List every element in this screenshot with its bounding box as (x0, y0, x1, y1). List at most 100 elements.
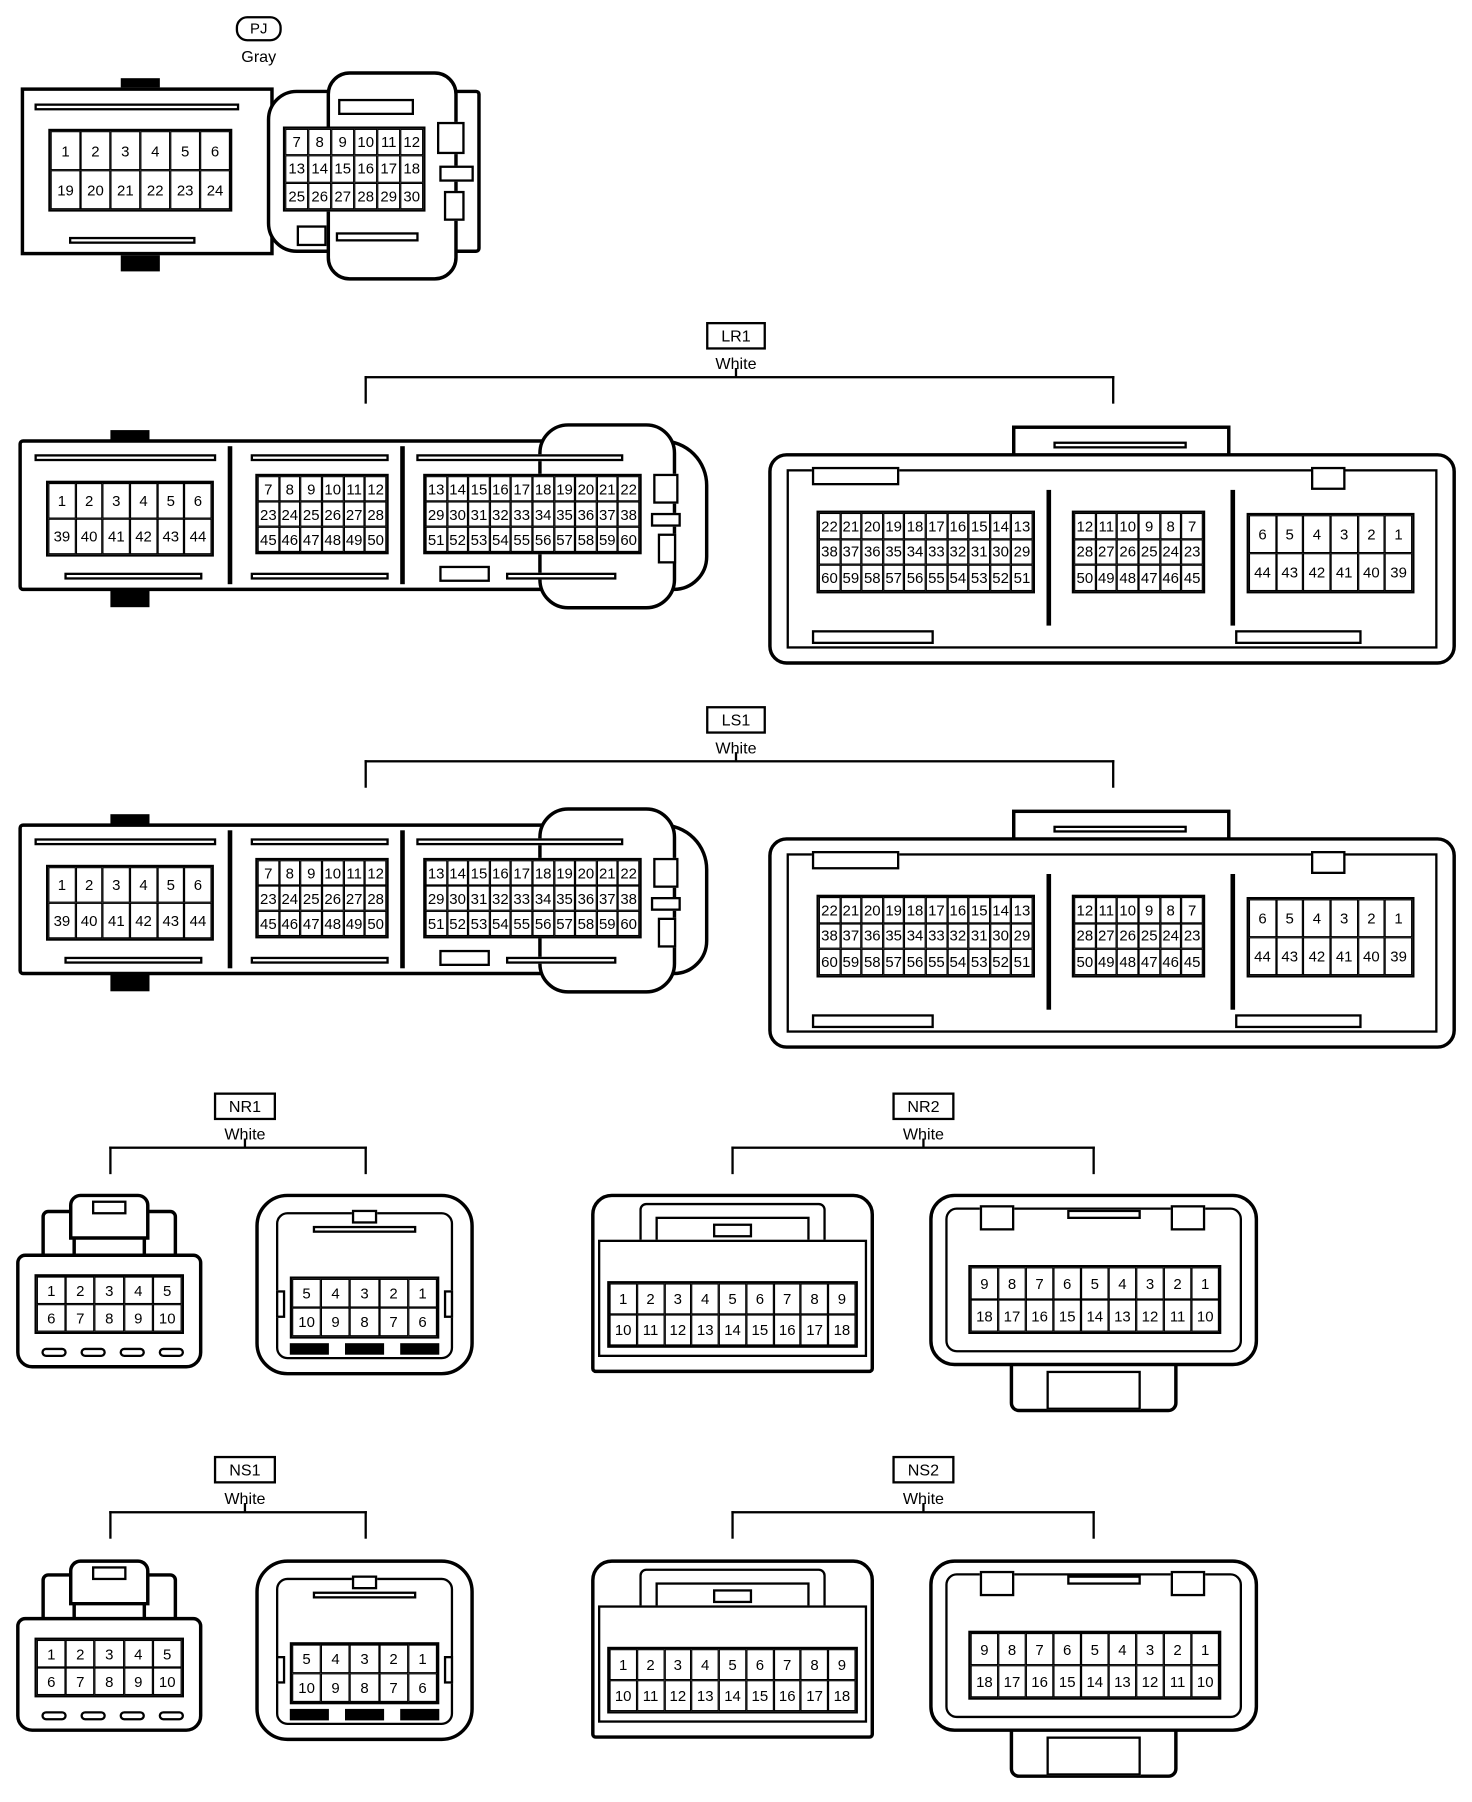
pj-slot-2 (437, 121, 465, 155)
pin-cell: 40 (1357, 937, 1385, 976)
pin-cell: 22 (140, 170, 171, 210)
pin-cell: 60 (617, 526, 640, 552)
nr2-f-top-rail (1067, 1209, 1141, 1219)
pin-cell: 16 (354, 155, 378, 183)
pin-cell: 17 (998, 1665, 1026, 1698)
pin-cell: 51 (425, 910, 447, 937)
pin-cell: 14 (1081, 1299, 1109, 1332)
pin-cell: 59 (840, 949, 862, 976)
nr1-f-foot-2 (345, 1343, 385, 1355)
pin-cell: 12 (1074, 512, 1096, 539)
pin-cell: 3 (1330, 515, 1358, 554)
pin-cell: 55 (925, 565, 948, 592)
pin-cell: 43 (1276, 937, 1304, 976)
pin-cell: 45 (1181, 565, 1203, 592)
pin-cell: 50 (364, 910, 387, 937)
pin-cell: 1 (48, 483, 76, 519)
lr1-f-rail-bottom (811, 630, 934, 644)
pin-cell: 25 (285, 182, 309, 210)
pin-cell: 34 (904, 923, 926, 950)
pin-cell: 27 (1095, 538, 1118, 566)
pin-cell: 29 (377, 182, 401, 210)
pin-cell: 5 (152, 1639, 182, 1668)
pin-cell: 4 (1108, 1633, 1137, 1666)
pin-cell: 50 (1074, 949, 1096, 976)
pin-cell: 11 (343, 476, 365, 502)
pin-cell: 13 (1011, 897, 1033, 924)
pin-cell: 59 (840, 565, 862, 592)
pin-cell: 41 (102, 902, 130, 939)
nr1-code: NR1 (228, 1097, 262, 1116)
nr2-m-latch (713, 1223, 753, 1238)
pin-cell: 40 (1357, 553, 1385, 592)
pin-cell: 4 (321, 1644, 351, 1674)
pin-cell: 3 (1330, 899, 1358, 938)
pin-cell: 24 (1159, 538, 1182, 566)
pin-cell: 5 (718, 1649, 747, 1681)
pin-cell: 16 (489, 860, 512, 886)
ns1-code-tag: NS1 (213, 1455, 276, 1484)
pin-cell: 16 (489, 476, 512, 502)
pin-cell: 29 (425, 885, 447, 911)
ls1-f-rail-top (811, 851, 900, 870)
pin-cell: 43 (157, 902, 185, 939)
pin-cell: 7 (379, 1307, 409, 1337)
pin-cell: 11 (1163, 1665, 1192, 1698)
pin-cell: 7 (1025, 1267, 1054, 1300)
pin-cell: 14 (308, 155, 332, 183)
ls1-f-divider-2 (1230, 874, 1236, 1010)
pin-cell: 44 (1248, 553, 1277, 592)
pin-cell: 41 (102, 518, 130, 555)
pin-cell: 47 (1138, 949, 1160, 976)
pin-cell: 55 (511, 526, 533, 552)
pin-cell: 8 (1159, 897, 1182, 924)
ns2-f-corner-l (979, 1570, 1015, 1597)
pin-cell: 3 (110, 131, 141, 171)
pin-cell: 40 (75, 902, 103, 939)
lr1-f-divider-1 (1046, 489, 1052, 626)
pin-cell: 6 (36, 1667, 66, 1696)
pin-cell: 18 (532, 476, 554, 502)
ls1-m-slot-4 (439, 949, 490, 966)
pin-cell: 11 (1095, 512, 1118, 539)
pin-cell: 7 (1025, 1633, 1054, 1666)
pin-cell: 25 (300, 885, 322, 911)
pin-cell: 4 (691, 1283, 719, 1315)
ls1-f-rail-right (1235, 1014, 1362, 1029)
pj-slot-3 (439, 165, 474, 182)
pin-cell: 35 (882, 923, 905, 950)
pin-cell: 54 (489, 526, 512, 552)
pin-cell: 54 (947, 949, 969, 976)
pin-cell: 10 (152, 1304, 182, 1332)
pin-cell: 28 (1074, 923, 1096, 950)
ns1-f-foot-1 (289, 1708, 329, 1721)
pin-cell: 2 (65, 1276, 95, 1305)
pin-cell: 30 (989, 923, 1012, 950)
pin-cell: 1 (36, 1639, 66, 1668)
pin-cell: 21 (110, 170, 141, 210)
pin-cell: 13 (425, 860, 447, 886)
pin-cell: 18 (400, 155, 424, 183)
pin-cell: 46 (1159, 565, 1182, 592)
pin-cell: 6 (36, 1304, 66, 1332)
pin-cell: 28 (1074, 538, 1096, 566)
pin-cell: 9 (123, 1304, 153, 1332)
nr1-m-foot-1 (41, 1347, 67, 1357)
pin-cell: 11 (636, 1314, 665, 1346)
pin-cell: 17 (511, 476, 533, 502)
pj-rail-bottom (69, 236, 196, 244)
pin-cell: 58 (575, 910, 597, 937)
pin-cell: 28 (364, 501, 387, 527)
pin-cell: 9 (300, 476, 322, 502)
pin-cell: 18 (828, 1314, 856, 1346)
nr1-code-tag: NR1 (213, 1092, 276, 1121)
pin-cell: 42 (129, 902, 158, 939)
pin-cell: 51 (425, 526, 447, 552)
pin-cell: 49 (343, 526, 365, 552)
